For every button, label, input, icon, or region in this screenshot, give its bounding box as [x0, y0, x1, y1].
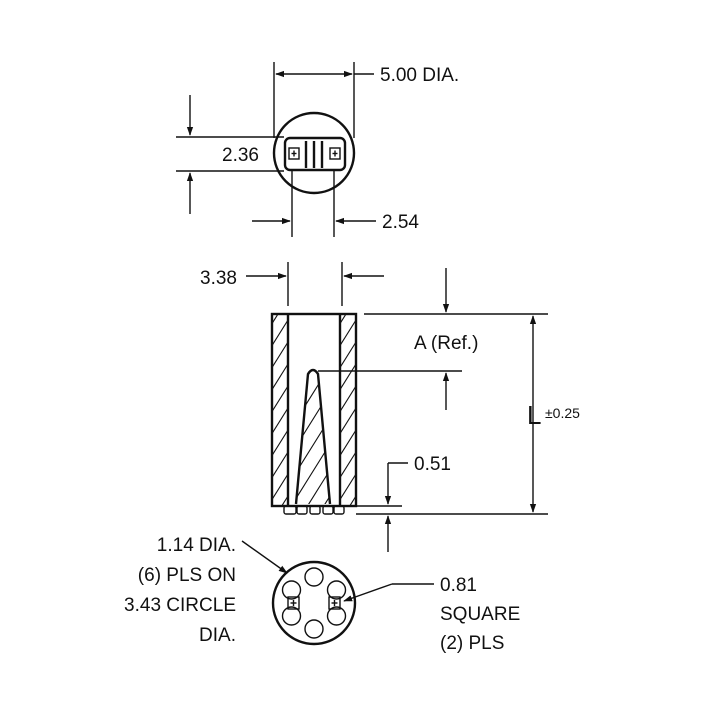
length-dimension: L ±0.25 [356, 315, 580, 515]
pin-note-line-1: 1.14 DIA. [157, 535, 236, 556]
hatch-line [286, 506, 340, 592]
bottom-left-square [287, 596, 300, 610]
top-view-outer-circle [272, 111, 356, 195]
hatch-line [262, 524, 298, 582]
hatch-line [340, 314, 347, 325]
pin-hole [326, 606, 347, 626]
pin-hole [281, 580, 302, 600]
side-width-dimension: 3.38 [200, 262, 384, 306]
top-view: 5.00 DIA. 2.36 2.54 [176, 62, 459, 237]
top-view-right-square [329, 147, 341, 160]
hatch-line [272, 384, 288, 413]
offset-label: 0.51 [414, 454, 451, 475]
top-view-inner-body [283, 136, 347, 172]
bottom-view: 1.14 DIA. (6) PLS ON 3.43 CIRCLE DIA. 0.… [124, 535, 520, 654]
hatch-line [296, 370, 330, 437]
hatch-line [296, 453, 330, 504]
hatch-line [340, 340, 356, 369]
pin-holes [281, 567, 347, 639]
hatch-line [330, 524, 366, 582]
offset-dimension: 0.51 [356, 454, 451, 552]
hatch-line [296, 370, 330, 411]
hatch-line [340, 450, 356, 479]
left-wall-hatch [262, 314, 298, 582]
pin-hole [304, 567, 324, 587]
hatch-line [272, 314, 279, 325]
square-note: 0.81 SQUARE (2) PLS [343, 575, 520, 654]
diameter-label: 5.00 DIA. [380, 65, 459, 86]
hatch-line [340, 406, 356, 435]
height-label: 2.36 [222, 145, 259, 166]
bottom-pin-stubs [283, 505, 345, 515]
hatch-line [296, 401, 330, 489]
side-view: 3.38 A (Ref.) L ±0.25 0.51 [200, 262, 580, 592]
side-width-label: 3.38 [200, 268, 237, 289]
tolerance-label: ±0.25 [545, 405, 580, 421]
pin-note-line-4: DIA. [199, 625, 236, 646]
housing-outline [270, 312, 358, 508]
width-dimension: 2.54 [252, 171, 419, 237]
hatch-line [281, 494, 288, 506]
square-note-line-2: SQUARE [440, 604, 520, 625]
height-dimension: 2.36 [176, 95, 284, 214]
square-note-line-1: 0.81 [440, 575, 477, 596]
hatch-line [272, 340, 288, 369]
bottom-view-outer-circle [271, 560, 357, 646]
hatch-line [272, 450, 288, 479]
hatch-line [262, 502, 298, 560]
hatch-line [272, 362, 288, 391]
top-view-left-square [288, 147, 300, 160]
hatch-line [340, 318, 356, 347]
hatch-line [340, 362, 356, 391]
hatch-line [349, 494, 356, 506]
hatch-line [340, 384, 356, 413]
hatch-line [330, 502, 366, 560]
hatch-line [272, 406, 288, 435]
hatch-line [296, 375, 330, 463]
ref-dimension: A (Ref.) [318, 268, 548, 410]
right-wall-hatch [330, 314, 366, 582]
diameter-dimension: 5.00 DIA. [273, 62, 459, 138]
hatch-line [340, 428, 356, 457]
hatch-line [272, 428, 288, 457]
width-label: 2.54 [382, 212, 419, 233]
pin-note: 1.14 DIA. (6) PLS ON 3.43 CIRCLE DIA. [124, 535, 288, 646]
pin-hole [281, 606, 302, 626]
square-note-line-3: (2) PLS [440, 633, 504, 654]
pin-note-line-2: (6) PLS ON [138, 565, 236, 586]
pin-hole [326, 580, 347, 600]
pin-note-line-3: 3.43 CIRCLE [124, 595, 236, 616]
pin-hole [304, 619, 324, 639]
ref-label: A (Ref.) [414, 333, 478, 354]
hatch-line [296, 479, 330, 504]
contact-pin [294, 368, 332, 505]
hatch-line [340, 472, 356, 501]
length-label: L [527, 400, 541, 430]
hatch-line [272, 472, 288, 501]
hatch-line [296, 427, 330, 504]
pin-hatch [286, 370, 340, 592]
bottom-right-square [328, 596, 341, 610]
hatch-line [272, 318, 288, 347]
